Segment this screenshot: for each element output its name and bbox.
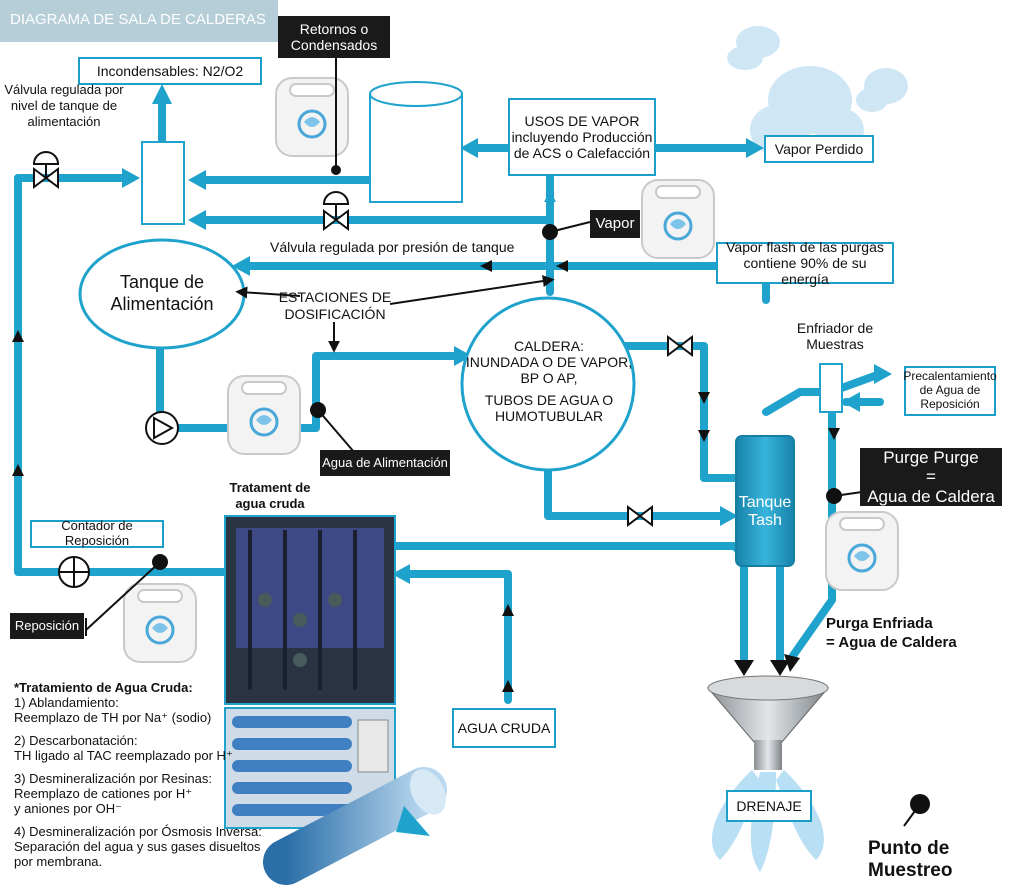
lost-steam-label: Vapor Perdido [764,135,874,163]
note-4-detail: Separación del agua y sus gases disuelto… [14,839,261,854]
steam-label: Vapor [590,210,640,238]
notes-title: *Tratamiento de Agua Cruda: [14,680,193,695]
pressure-valve-label: Válvula regulada por presión de tanque [270,239,515,255]
level-valve-label: Válvula regulada por nivel de tanque de … [4,82,124,129]
dosing-stations-label: ESTACIONES DE DOSIFICACIÓN [270,289,400,323]
treatment-notes: *Tratamiento de Agua Cruda: 1) Ablandami… [14,680,294,869]
level-valve-icon [32,151,60,188]
boiler-line-4: TUBOS DE AGUA O [484,392,614,408]
boiler [460,296,636,472]
flash-steam-box: Vapor flash de las purgas contiene 90% d… [716,238,894,288]
steam-uses-line-3: de ACS o Calefacción [513,145,651,162]
boiler-purge-line-1: Purge Purge [883,447,979,467]
steam-uses-line-1: USOS DE VAPOR [524,112,640,129]
steam-uses-box: USOS DE VAPOR incluyendo Producción de A… [508,98,656,176]
sensor-reposicion-icon [122,582,198,664]
pump-icon [145,411,179,445]
sample-point-line-2: Muestreo [868,860,953,881]
makeup-meter-label: Contador de Reposición [30,518,164,548]
makeup-preheat-line-1: Precalentamiento [903,369,997,384]
raw-water-treatment-photo [224,515,396,829]
note-2-detail: TH ligado al TAC reemplazado por H⁺ [14,748,233,763]
dosing-line-2: DOSIFICACIÓN [284,306,386,322]
feed-tank-line-1: Tanque de [119,272,205,292]
sample-cooler-label: Enfriador de Muestras [774,316,896,356]
note-1-heading: 1) Ablandamiento: [14,695,119,710]
sensor-vapor-icon [640,178,716,260]
sample-point-line-1: Punto de [868,838,950,859]
boiler-line-5: HUMOTUBULAR [494,408,604,424]
boiler-line-2: INUNDADA O DE VAPOR, [465,354,633,370]
sensor-purga-icon [824,510,900,592]
note-4-detail-2: por membrana. [14,854,103,869]
raw-treatment-title: Tratament de agua cruda [210,480,330,512]
raw-treatment-line-1: Tratament de [229,480,311,495]
bottom-valve-icon [627,506,653,526]
flow-arrows [122,84,892,584]
sensor-alimentacion-icon [226,374,302,456]
sensor-retornos-icon [274,76,350,158]
condensate-tank [369,81,463,203]
cooled-purge-line-2: = Agua de Caldera [826,634,957,651]
boiler-purge-line-3: Agua de Caldera [867,486,995,506]
flash-tank-label: Tanque Tash [736,494,794,530]
boiler-line-3: BP O AP, [520,370,578,386]
direction-markers [12,260,840,692]
boiler-label: CALDERA: INUNDADA O DE VAPOR, BP O AP, T… [464,338,634,424]
note-4-heading: 4) Desmineralización por Ósmosis Inversa… [14,824,262,839]
header-band [0,0,278,42]
retornos-label: Retornos o Condensados [278,16,390,58]
incondensables-label: Incondensables: N2/O2 [78,57,262,85]
drain-label: DRENAJE [726,790,812,822]
sample-cooler-line-1: Enfriador de [796,319,874,336]
deaerator [141,141,185,225]
dosing-line-1: ESTACIONES DE [278,289,392,305]
drain-funnel-icon [706,675,830,872]
flash-tank [735,435,795,567]
feed-tank-label: Tanque de Alimentación [96,271,228,315]
flash-steam-line-2: contiene 90% de su energía [743,254,867,288]
pressure-valve-icon [322,191,350,230]
flow-meter-icon [58,556,90,588]
cooled-purge-line-1: Purga Enfriada [826,615,933,632]
feedwater-label: Agua de Alimentación [320,450,450,476]
note-3-heading: 3) Desmineralización por Resinas: [14,771,212,786]
cooled-purge-label: Purga Enfriada = Agua de Caldera [826,614,957,652]
flash-tank-line-2: Tash [748,512,782,529]
sample-cooler-line-2: Muestras [806,336,864,352]
steam-uses-line-2: incluyendo Producción [511,128,653,145]
flash-steam-line-1: Vapor flash de las purgas [726,238,884,255]
sample-cooler [819,363,843,413]
makeup-preheat-line-2: de Agua de [919,383,981,398]
makeup-preheat-box: Precalentamiento de Agua de Reposición [903,366,997,416]
flash-tank-line-1: Tanque [738,494,792,511]
note-2-heading: 2) Descarbonatación: [14,733,138,748]
sample-point-legend: Punto de Muestreo [868,838,952,882]
boiler-purge-box: Purge Purge = Agua de Caldera [860,448,1002,506]
boiler-line-1: CALDERA: [513,338,585,354]
note-1-detail: Reemplazo de TH por Na⁺ (sodio) [14,710,212,725]
makeup-preheat-line-3: Reposición [920,396,980,411]
feed-tank-line-2: Alimentación [110,294,214,314]
raw-water-label: AGUA CRUDA [452,708,556,748]
makeup-label: Reposición [10,613,84,639]
note-3-detail-2: y aniones por OH⁻ [14,801,123,816]
note-3-detail: Reemplazo de cationes por H⁺ [14,786,193,801]
leader-lines [85,58,921,827]
raw-water-inlet-icon [263,767,447,885]
raw-treatment-line-2: agua cruda [235,496,305,511]
blowdown-valve-icon [667,336,693,356]
boiler-purge-line-2: = [926,467,936,487]
diagram-title: DIAGRAMA DE SALA DE CALDERAS [10,11,266,28]
